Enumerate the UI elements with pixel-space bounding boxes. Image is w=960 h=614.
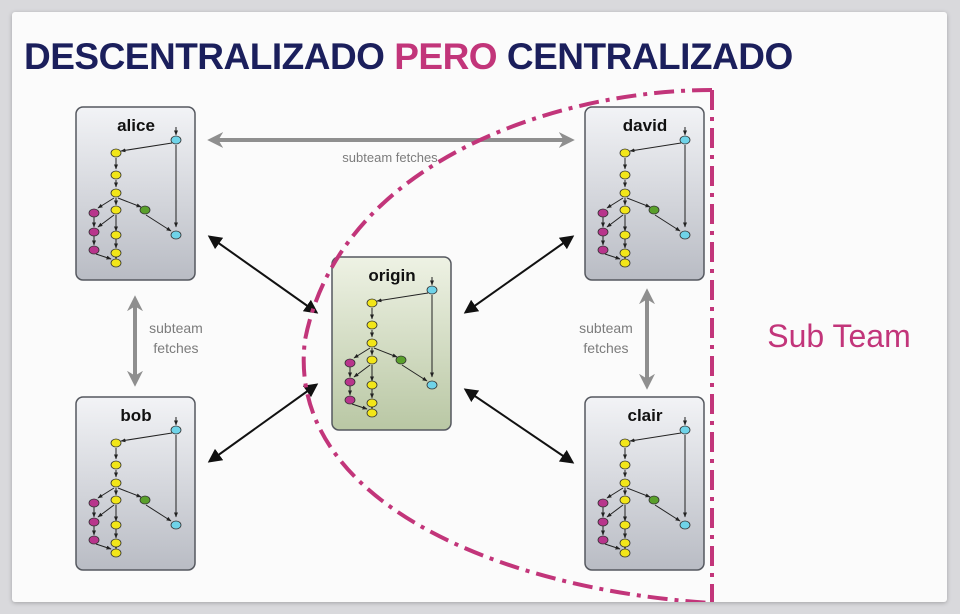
origin-arrow-alice (207, 235, 319, 314)
git-topology-diagram: alice bob david clair origin (75, 88, 911, 602)
repo-label-bob: bob (120, 406, 151, 425)
repo-clair: clair (584, 396, 705, 571)
subteam-fetch-label-right-2: fetches (583, 340, 628, 356)
repo-david: david (584, 106, 705, 281)
subteam-boundary-curve (301, 88, 713, 602)
subteam-fetch-label-left-1: subteam (149, 320, 203, 336)
repo-origin: origin (331, 256, 452, 431)
repo-alice: alice (75, 106, 196, 281)
subteam-label: Sub Team (767, 318, 911, 354)
origin-arrow-david (463, 235, 575, 314)
repo-label-alice: alice (117, 116, 155, 135)
subteam-fetch-label-right-1: subteam (579, 320, 633, 336)
title-part1: DESCENTRALIZADO (24, 36, 385, 77)
origin-arrow-clair (463, 388, 575, 464)
repo-bob: bob (75, 396, 196, 571)
subteam-fetch-label-top: subteam fetches (342, 150, 438, 165)
repo-label-clair: clair (628, 406, 663, 425)
subteam-fetch-label-left-2: fetches (153, 340, 198, 356)
slide: DESCENTRALIZADO PERO CENTRALIZADO (12, 12, 947, 602)
origin-arrow-bob (207, 383, 319, 463)
slide-title: DESCENTRALIZADO PERO CENTRALIZADO (24, 36, 793, 78)
repo-label-david: david (623, 116, 667, 135)
title-part3: CENTRALIZADO (506, 36, 793, 77)
repo-label-origin: origin (368, 266, 415, 285)
title-part2: PERO (394, 36, 498, 77)
